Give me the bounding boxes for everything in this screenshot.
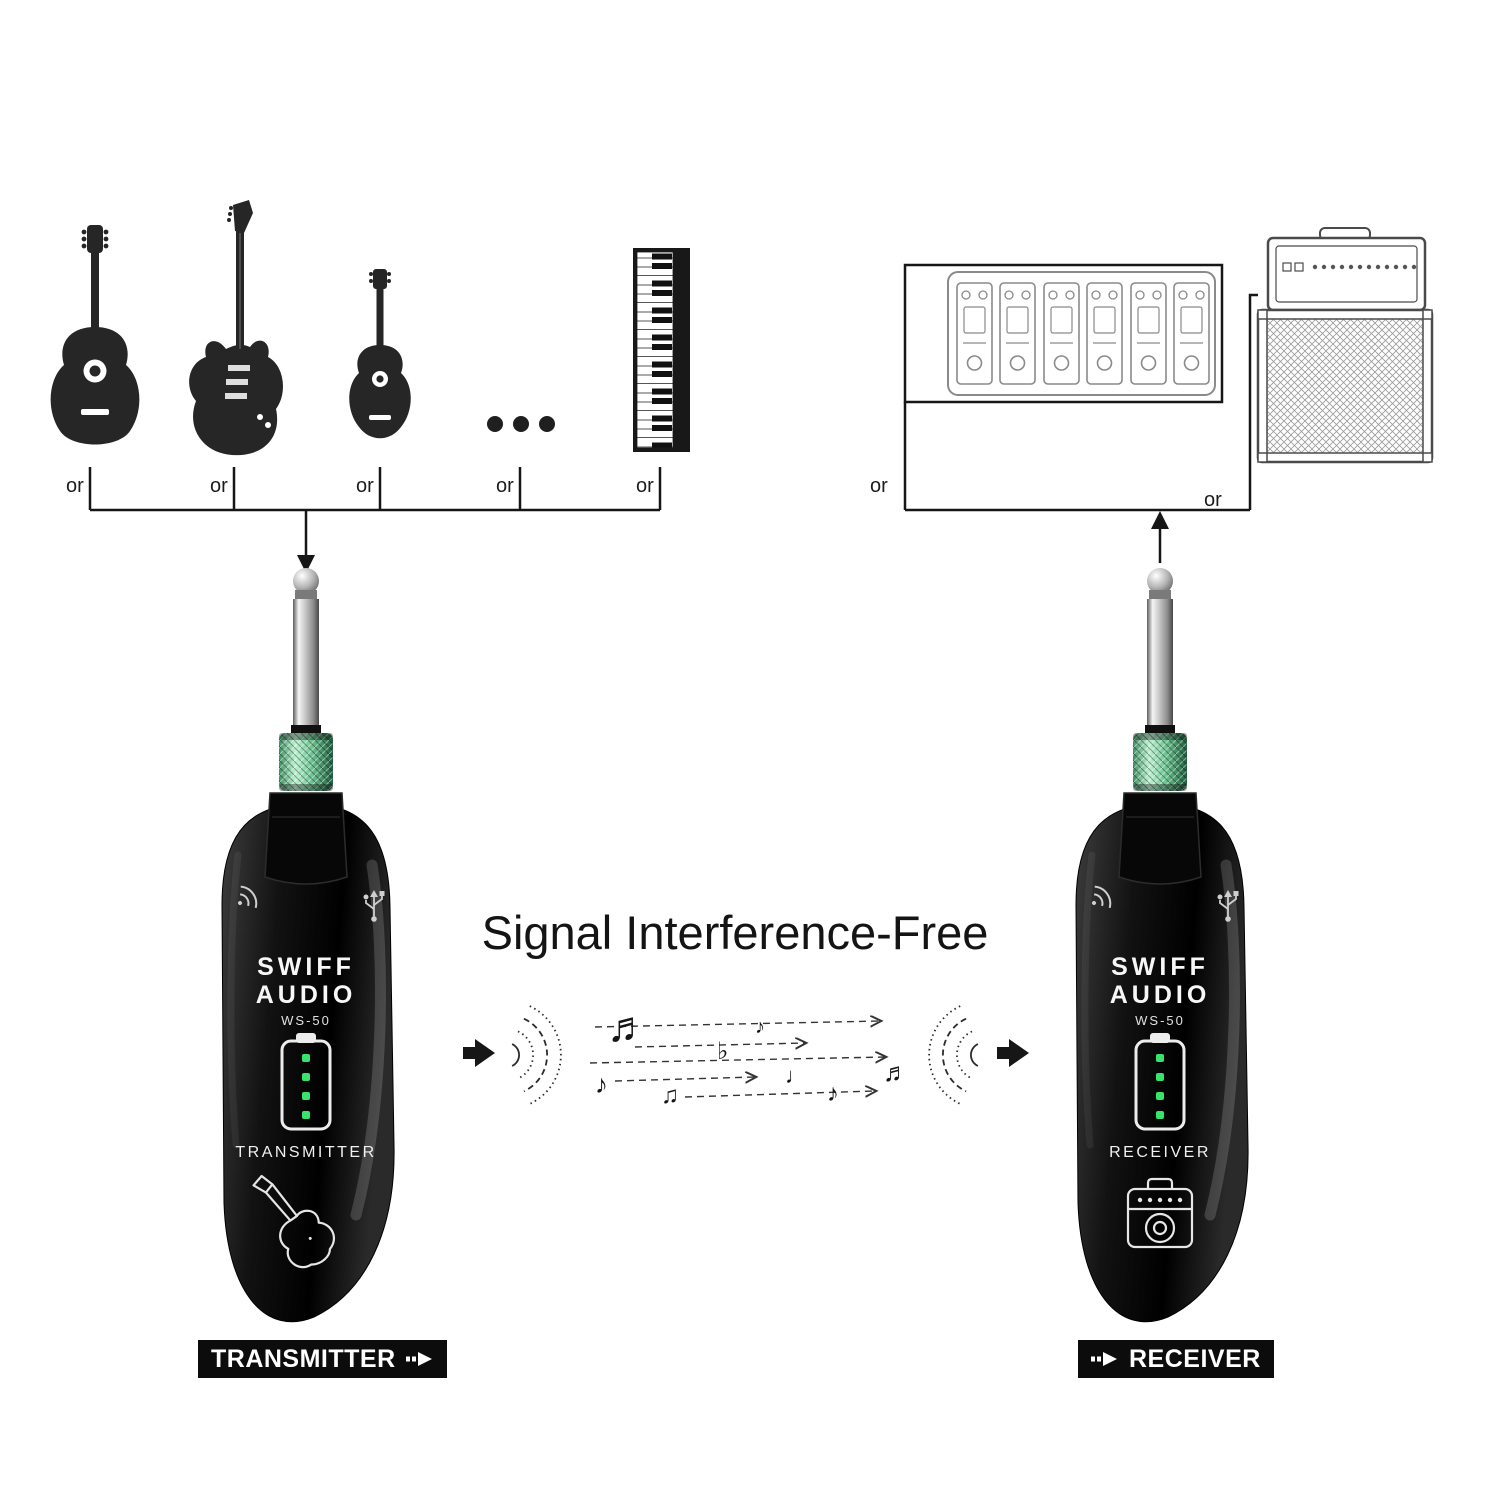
guitar-outline-icon [252, 1174, 335, 1269]
battery-indicator-icon [1134, 1033, 1186, 1131]
jack-tip [293, 568, 319, 594]
effect-pedal-icon [1086, 282, 1123, 385]
receiver-badge-label: RECEIVER [1129, 1344, 1261, 1373]
brand-line1: SWIFF [1111, 953, 1209, 981]
jack-collar [1133, 733, 1187, 791]
receiver-badge: RECEIVER [1078, 1340, 1274, 1378]
jack-collar [279, 733, 333, 791]
effect-pedal-icon [1173, 282, 1210, 385]
effect-pedal-icon [1130, 282, 1167, 385]
music-note-icon: ♬ [883, 1057, 909, 1087]
amplifier-icon [1256, 227, 1434, 464]
left-arrow-icon [463, 1039, 495, 1067]
battery-indicator-icon [280, 1033, 332, 1131]
wireless-icon [1092, 885, 1112, 909]
music-note-icon: ♭ [717, 1038, 728, 1065]
destination-gear-graphic [903, 227, 1434, 464]
battery-dot [302, 1111, 310, 1119]
keyboard-icon [633, 248, 690, 452]
battery-dot [1156, 1111, 1164, 1119]
transmitter-device: SWIFF AUDIO WS-50 TRANSMITTER [221, 568, 395, 1323]
transmitter-badge-label: TRANSMITTER [211, 1344, 396, 1373]
battery-dot [1156, 1054, 1164, 1062]
acoustic-guitar-icon [50, 225, 140, 445]
badge-arrow-icon [1091, 1352, 1117, 1366]
signal-loop-outline [903, 263, 1224, 404]
jack-tip [1147, 568, 1173, 594]
hinge-bracket [264, 792, 348, 885]
brand-line1: SWIFF [257, 953, 355, 981]
brand-line2: AUDIO [1110, 981, 1211, 1009]
transmitter-badge: TRANSMITTER [198, 1340, 447, 1378]
music-flow: ♬ ♪ ♭ ♪ ♫ ♩ ♪ ♬ [589, 1003, 909, 1109]
dashed-arrow [614, 1077, 755, 1081]
radio-waves-left-icon [511, 1005, 562, 1105]
effect-pedal-icon [956, 282, 993, 385]
radio-waves-right-icon [928, 1005, 979, 1105]
electric-guitar-icon [189, 200, 283, 456]
model-label: WS-50 [281, 1013, 331, 1028]
amp-head-icon [1266, 236, 1427, 312]
signal-line [1248, 293, 1258, 510]
instrument-sources-graphic [50, 200, 690, 456]
dashed-arrow [634, 1043, 805, 1047]
panel-label: RECEIVER [1109, 1144, 1211, 1161]
music-note-icon: ♪ [755, 1016, 765, 1038]
music-note-icon: ♫ [661, 1082, 679, 1109]
jack-plug [279, 568, 333, 791]
or-label: or [210, 475, 228, 497]
music-note-icon: ♬ [607, 1003, 649, 1050]
jack-shaft [293, 599, 319, 727]
right-arrow-icon [997, 1039, 1029, 1067]
or-label: or [870, 475, 888, 497]
destination-connector-lines [903, 293, 1258, 563]
brand-line2: AUDIO [256, 981, 357, 1009]
jack-shaft [1147, 599, 1173, 727]
model-label: WS-50 [1135, 1013, 1185, 1028]
signal-flow-graphic: ♬ ♪ ♭ ♪ ♫ ♩ ♪ ♬ [463, 1003, 1029, 1109]
music-note-icon: ♪ [595, 1069, 608, 1099]
signal-line [88, 467, 662, 510]
panel-label: TRANSMITTER [235, 1144, 376, 1161]
jack-plug [1133, 568, 1187, 791]
pedalboard-icon [947, 271, 1216, 396]
or-label: or [1204, 489, 1222, 511]
battery-dot [302, 1092, 310, 1100]
effect-pedal-icon [999, 282, 1036, 385]
down-arrow-icon [297, 555, 315, 573]
up-arrow-icon [1151, 511, 1169, 529]
receiver-device: SWIFF AUDIO WS-50 RECEIVER [1075, 568, 1249, 1323]
or-label: or [356, 475, 374, 497]
or-label: or [496, 475, 514, 497]
or-label: or [636, 475, 654, 497]
battery-dot [302, 1054, 310, 1062]
music-note-icon: ♩ [785, 1063, 807, 1088]
source-connector-lines [88, 467, 662, 573]
effect-pedal-icon [1043, 282, 1080, 385]
ellipsis-icon [487, 416, 555, 432]
hinge-bracket [1118, 792, 1202, 885]
amp-outline-icon [1126, 1177, 1194, 1249]
usb-icon [1217, 890, 1239, 922]
battery-dot [1156, 1073, 1164, 1081]
battery-dot [1156, 1092, 1164, 1100]
or-label: or [66, 475, 84, 497]
usb-icon [363, 890, 385, 922]
dashed-arrow [589, 1057, 885, 1064]
dashed-arrow [684, 1091, 875, 1097]
wireless-icon [238, 885, 258, 909]
diagram-title: Signal Interference-Free [481, 906, 989, 959]
battery-dot [302, 1073, 310, 1081]
badge-arrow-icon [405, 1352, 432, 1366]
music-note-icon: ♪ [827, 1080, 839, 1107]
ukulele-icon [349, 269, 411, 439]
